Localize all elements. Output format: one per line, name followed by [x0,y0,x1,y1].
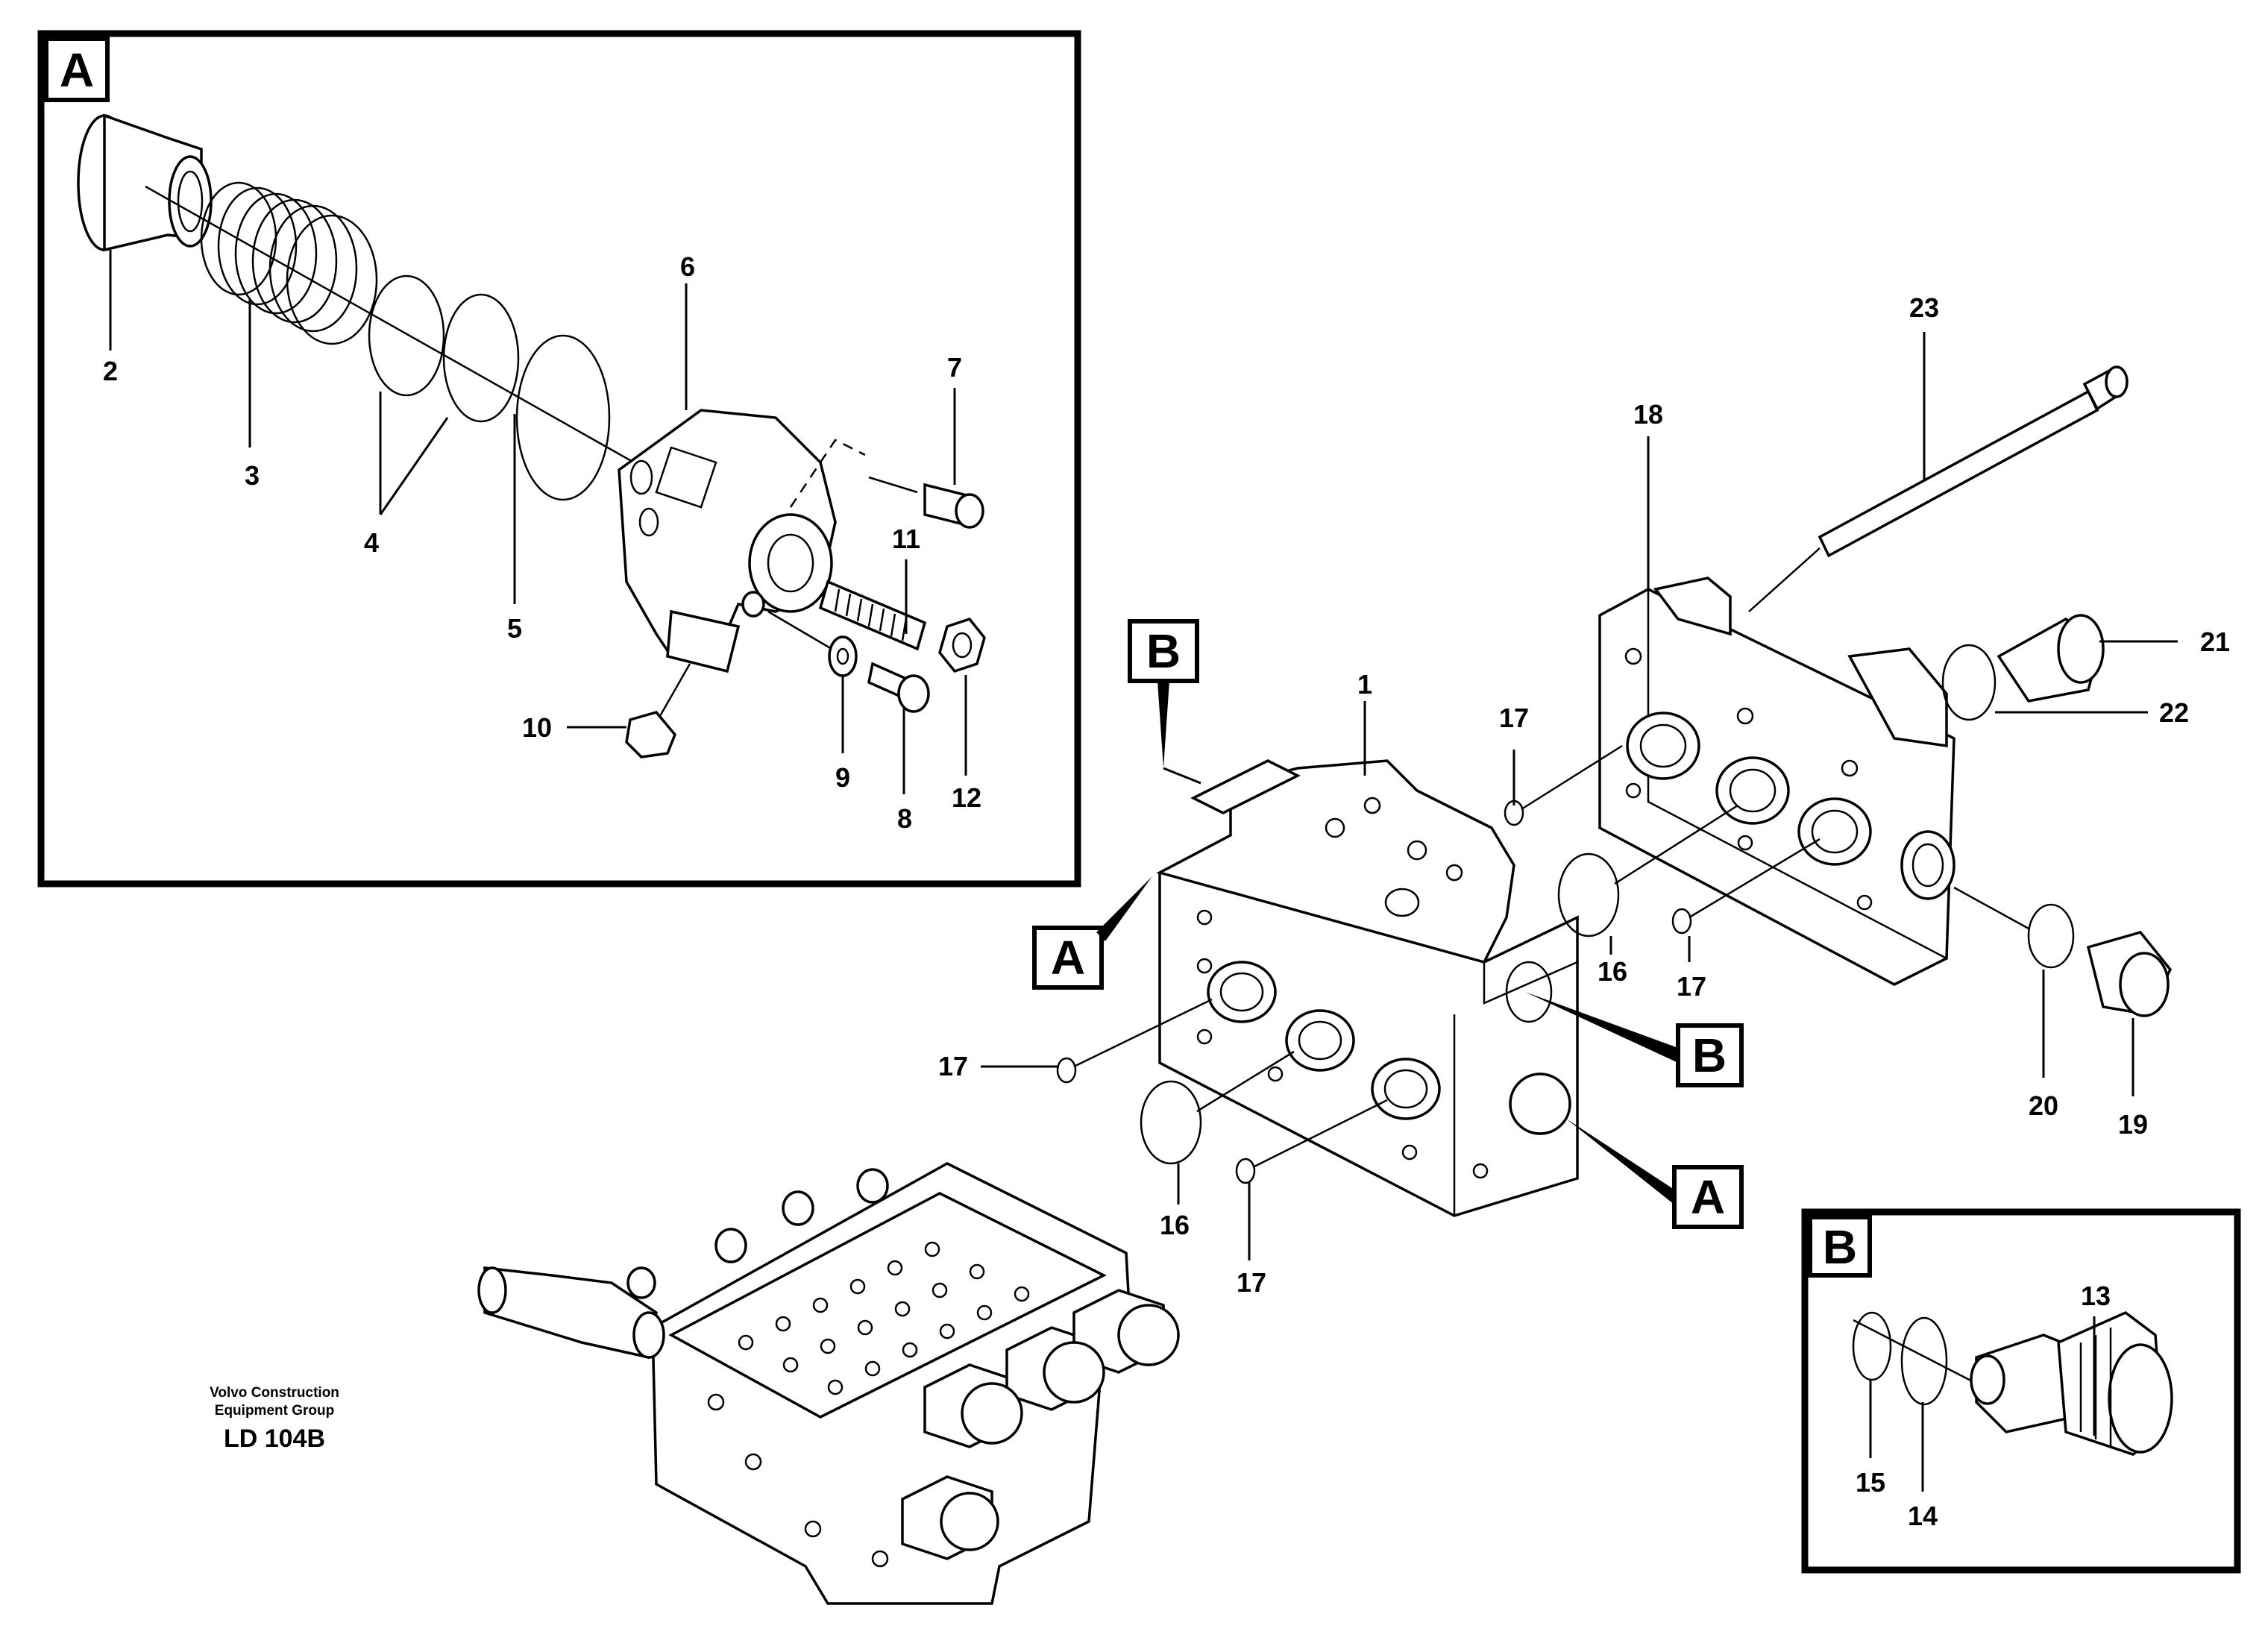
detail-a-title: A [60,43,94,97]
washer-9 [767,610,858,677]
long-bolt-23 [1748,365,2129,612]
spring-part-3 [200,181,378,345]
company-line-1: Volvo Construction [210,1385,339,1401]
label-23: 23 [1909,292,1939,323]
label-15: 15 [1856,1467,1885,1498]
seal-ring-5 [515,334,611,501]
overview-holes [707,1241,1030,1568]
callout-a-left: A [1051,931,1085,984]
label-4: 4 [364,527,379,558]
small-ring-17b [1671,908,1692,935]
callout-b-top-pointer [1157,681,1169,768]
valve-housing-6 [618,409,837,673]
o-ring-14 [1900,1316,1948,1406]
small-ring-17c [1056,1057,1077,1084]
label-17d: 17 [1237,1267,1266,1298]
company-line-2: Equipment Group [215,1403,334,1419]
detail-b-title-box [1808,1215,1872,1278]
label-21: 21 [2200,626,2230,657]
callout-a-left-pointer [1096,876,1152,941]
callout-a-right-pointer [1566,1119,1674,1205]
detail-b-title: B [1823,1220,1857,1274]
label-18: 18 [1633,399,1663,430]
label-5: 5 [507,613,522,644]
hex-nut-12 [938,617,986,673]
label-19: 19 [2118,1109,2148,1140]
sleeve-part-2 [77,113,213,252]
screw-8 [867,662,930,713]
overview-valve-assembly [477,1162,1180,1605]
hidden-line-7 [789,439,866,508]
threaded-stud-11 [818,580,927,651]
o-ring-16-upper [1557,852,1620,938]
callout-b-right: B [1692,1028,1727,1082]
label-9: 9 [835,762,850,793]
label-11: 11 [892,524,920,554]
valve-block-1 [1156,759,1579,1217]
label-17a: 17 [1499,703,1529,733]
o-ring-15 [1852,1311,1892,1381]
callout-b-top: B [1146,624,1181,678]
label-22: 22 [2159,697,2189,728]
detail-a-panel: A [37,30,1081,888]
label-12: 12 [952,782,981,813]
label-6: 6 [680,251,695,282]
label-1: 1 [1357,669,1372,700]
plug-10 [625,663,691,759]
label-16-lower: 16 [1160,1210,1190,1240]
label-17b: 17 [1677,971,1706,1002]
o-ring-20 [2027,903,2075,969]
o-ring-16-lower [1140,1080,1202,1165]
label-14: 14 [1908,1501,1938,1531]
detail-b-panel: B 13 14 15 [1801,1208,2241,1574]
o-ring-4b [442,293,520,423]
callout-a-right: A [1691,1170,1725,1224]
axis-19 [1953,886,2029,930]
callout-a-left-box [1032,926,1104,990]
detail-a-frame [37,30,1081,888]
detail-b-frame [1801,1208,2241,1574]
small-ring-17d [1235,1158,1256,1184]
callout-b-right-pointer [1525,992,1678,1063]
main-valve-section: B A B A 1 16 16 17 17 17 17 18 19 20 21 … [938,292,2230,1298]
cap-screw-7 [868,476,984,529]
label-3: 3 [245,460,260,491]
assembly-axis [145,185,635,464]
label-10: 10 [522,712,552,743]
end-plate-18 [1598,577,1955,986]
label-7: 7 [947,352,962,383]
label-20: 20 [2029,1090,2058,1121]
label-13: 13 [2081,1281,2111,1311]
o-ring-22 [1941,644,1997,721]
label-17c: 17 [938,1051,968,1081]
valve-cartridge-13 [1970,1310,2173,1456]
detail-a-title-box [44,37,110,102]
label-2: 2 [103,356,118,386]
drawing-code: LD 104B [224,1425,325,1453]
label-8: 8 [897,803,912,834]
label-16-upper: 16 [1598,956,1627,987]
o-ring-4a [368,274,445,397]
plug-19 [2086,930,2173,1017]
plug-21 [1997,614,2105,703]
